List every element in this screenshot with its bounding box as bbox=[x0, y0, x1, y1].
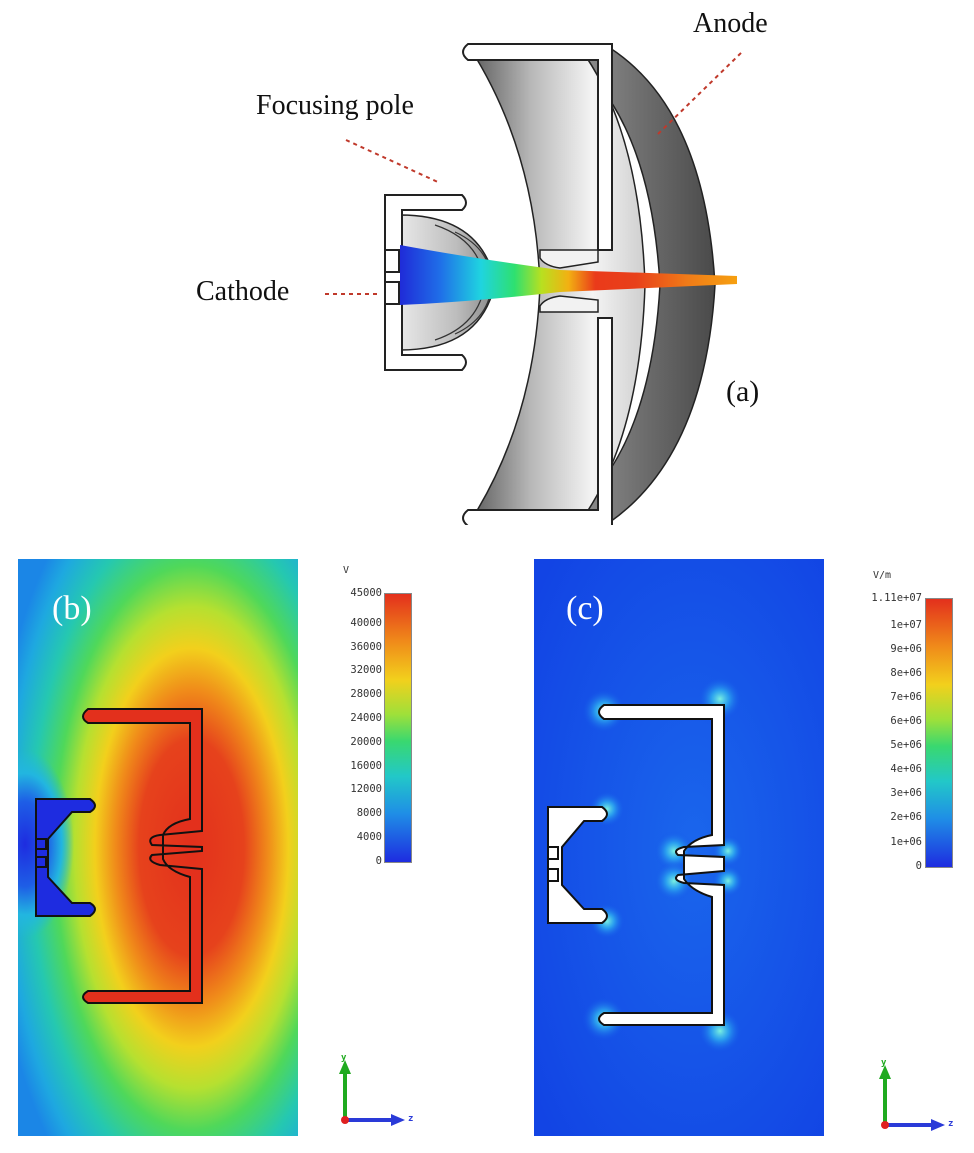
scale-c-tick: 1e+06 bbox=[890, 835, 922, 848]
potential-field-map bbox=[18, 559, 298, 1136]
axis-z-label-c: z bbox=[948, 1119, 954, 1129]
scale-c-tick: 4e+06 bbox=[890, 763, 922, 776]
panel-c: (c) V/m 1.11e+07 1e+07 9e+06 8e+06 7e+06… bbox=[520, 540, 974, 1140]
panel-c-letter: (c) bbox=[566, 590, 604, 627]
scale-b-tick: 45000 bbox=[350, 587, 382, 599]
scale-c-tick: 1e+07 bbox=[890, 618, 922, 631]
panel-b: (b) V 45000 40000 36000 32000 28000 2400… bbox=[0, 540, 440, 1140]
scale-b-tick: 8000 bbox=[356, 807, 382, 820]
scale-b-tick: 20000 bbox=[350, 736, 382, 748]
scale-c-unit: V/m bbox=[873, 570, 892, 581]
electron-gun-3d-illustration bbox=[325, 43, 743, 525]
scale-b-tick: 28000 bbox=[350, 688, 382, 701]
scale-b-tick: 40000 bbox=[350, 616, 382, 629]
anode-label: Anode bbox=[693, 8, 768, 39]
scale-b-tick: 12000 bbox=[350, 783, 382, 796]
axis-triad-c bbox=[879, 1065, 945, 1131]
scale-b-tick: 36000 bbox=[350, 640, 382, 653]
scale-c-tick: 3e+06 bbox=[890, 787, 922, 800]
scale-b-tick: 32000 bbox=[350, 664, 382, 677]
axis-triad-b bbox=[339, 1060, 405, 1126]
scale-c-ticks: 1.11e+07 1e+07 9e+06 8e+06 7e+06 6e+06 5… bbox=[838, 592, 922, 872]
scale-c-tick: 1.11e+07 bbox=[871, 592, 922, 604]
scale-c-tick: 9e+06 bbox=[890, 642, 922, 655]
scale-b-tick: 4000 bbox=[356, 831, 382, 844]
scale-b-colorbar bbox=[384, 593, 412, 863]
axis-z-label-b: z bbox=[408, 1114, 414, 1124]
panel-b-letter: (b) bbox=[52, 590, 92, 627]
focusing-pole-label: Focusing pole bbox=[256, 90, 414, 121]
scale-b-ticks: 45000 40000 36000 32000 28000 24000 2000… bbox=[300, 587, 382, 867]
scale-c-tick: 7e+06 bbox=[890, 690, 922, 703]
electric-field-map bbox=[534, 559, 824, 1136]
cathode-label: Cathode bbox=[196, 276, 290, 307]
scale-c-tick: 6e+06 bbox=[890, 715, 922, 727]
scale-c-tick: 5e+06 bbox=[890, 739, 922, 752]
scale-c-colorbar bbox=[925, 598, 953, 868]
axis-y-label-b: y bbox=[341, 1053, 347, 1063]
scale-c-tick: 8e+06 bbox=[890, 666, 922, 679]
scale-b-tick: 0 bbox=[375, 855, 382, 867]
scale-b-unit: V bbox=[343, 565, 350, 576]
axis-y-label-c: y bbox=[881, 1058, 887, 1068]
scale-b-tick: 16000 bbox=[350, 759, 382, 772]
panel-a: Anode Focusing pole Cathode (a) bbox=[0, 0, 974, 525]
scale-b-tick: 24000 bbox=[350, 712, 382, 725]
panel-a-letter: (a) bbox=[726, 375, 760, 408]
scale-c-tick: 2e+06 bbox=[890, 811, 922, 824]
electron-beam bbox=[400, 245, 737, 305]
scale-c-tick: 0 bbox=[915, 860, 922, 872]
